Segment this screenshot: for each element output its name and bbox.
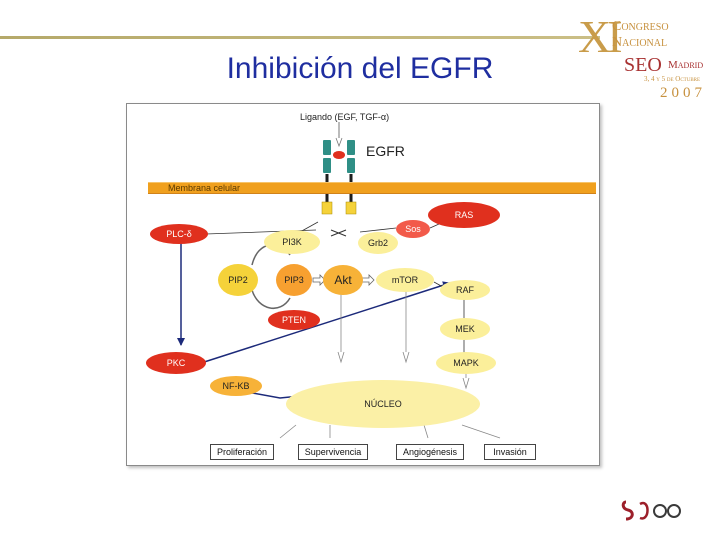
outcome-arrows — [279, 424, 501, 439]
node-pip3: PIP3 — [276, 264, 312, 296]
node-raf: RAF — [440, 280, 490, 300]
outcome-proliferation: Proliferación — [210, 444, 274, 460]
outcome-invasion: Invasión — [484, 444, 536, 460]
egfr-receptor — [321, 140, 357, 215]
ligand-label: Ligando (EGF, TGF-α) — [300, 112, 390, 122]
node-nucleus: NÚCLEO — [286, 380, 480, 428]
logo-line1: Congreso — [612, 19, 669, 34]
node-pkc: PKC — [146, 352, 206, 374]
node-grb2: Grb2 — [358, 232, 398, 254]
logo-brand-left: SEO — [624, 54, 662, 76]
node-sos: Sos — [396, 220, 430, 238]
society-logo — [620, 492, 684, 528]
membrane-label: Membrana celular — [168, 183, 241, 193]
ligand-arrow — [335, 122, 343, 148]
node-pip2: PIP2 — [218, 264, 258, 296]
cell-membrane — [148, 182, 596, 194]
node-pi3k: PI3K — [264, 230, 320, 254]
logo-numeral: XI — [578, 11, 623, 62]
node-mapk: MAPK — [436, 352, 496, 374]
nucleus-inputs — [337, 290, 470, 390]
receptor-activation-arrows — [330, 229, 347, 237]
outcome-angiogenesis: Angiogénesis — [396, 444, 464, 460]
header-rule — [0, 36, 600, 39]
logo-brand-right: Madrid — [668, 59, 704, 71]
node-nfkb: NF-KB — [210, 376, 262, 396]
outcome-survival: Supervivencia — [298, 444, 368, 460]
node-plc: PLC-δ — [150, 224, 208, 244]
node-mtor: mTOR — [376, 268, 434, 292]
logo-dates: 3, 4 y 5 de Octubre — [644, 75, 701, 83]
egfr-label: EGFR — [366, 143, 405, 159]
logo-line2: Nacional — [612, 35, 668, 50]
node-ras: RAS — [428, 202, 500, 228]
logo-year: 2007 — [660, 85, 706, 101]
node-akt: Akt — [323, 265, 363, 295]
node-pten: PTEN — [268, 310, 320, 330]
page-title: Inhibición del EGFR — [226, 52, 494, 85]
block-arrows — [312, 274, 375, 286]
node-mek: MEK — [440, 318, 490, 340]
